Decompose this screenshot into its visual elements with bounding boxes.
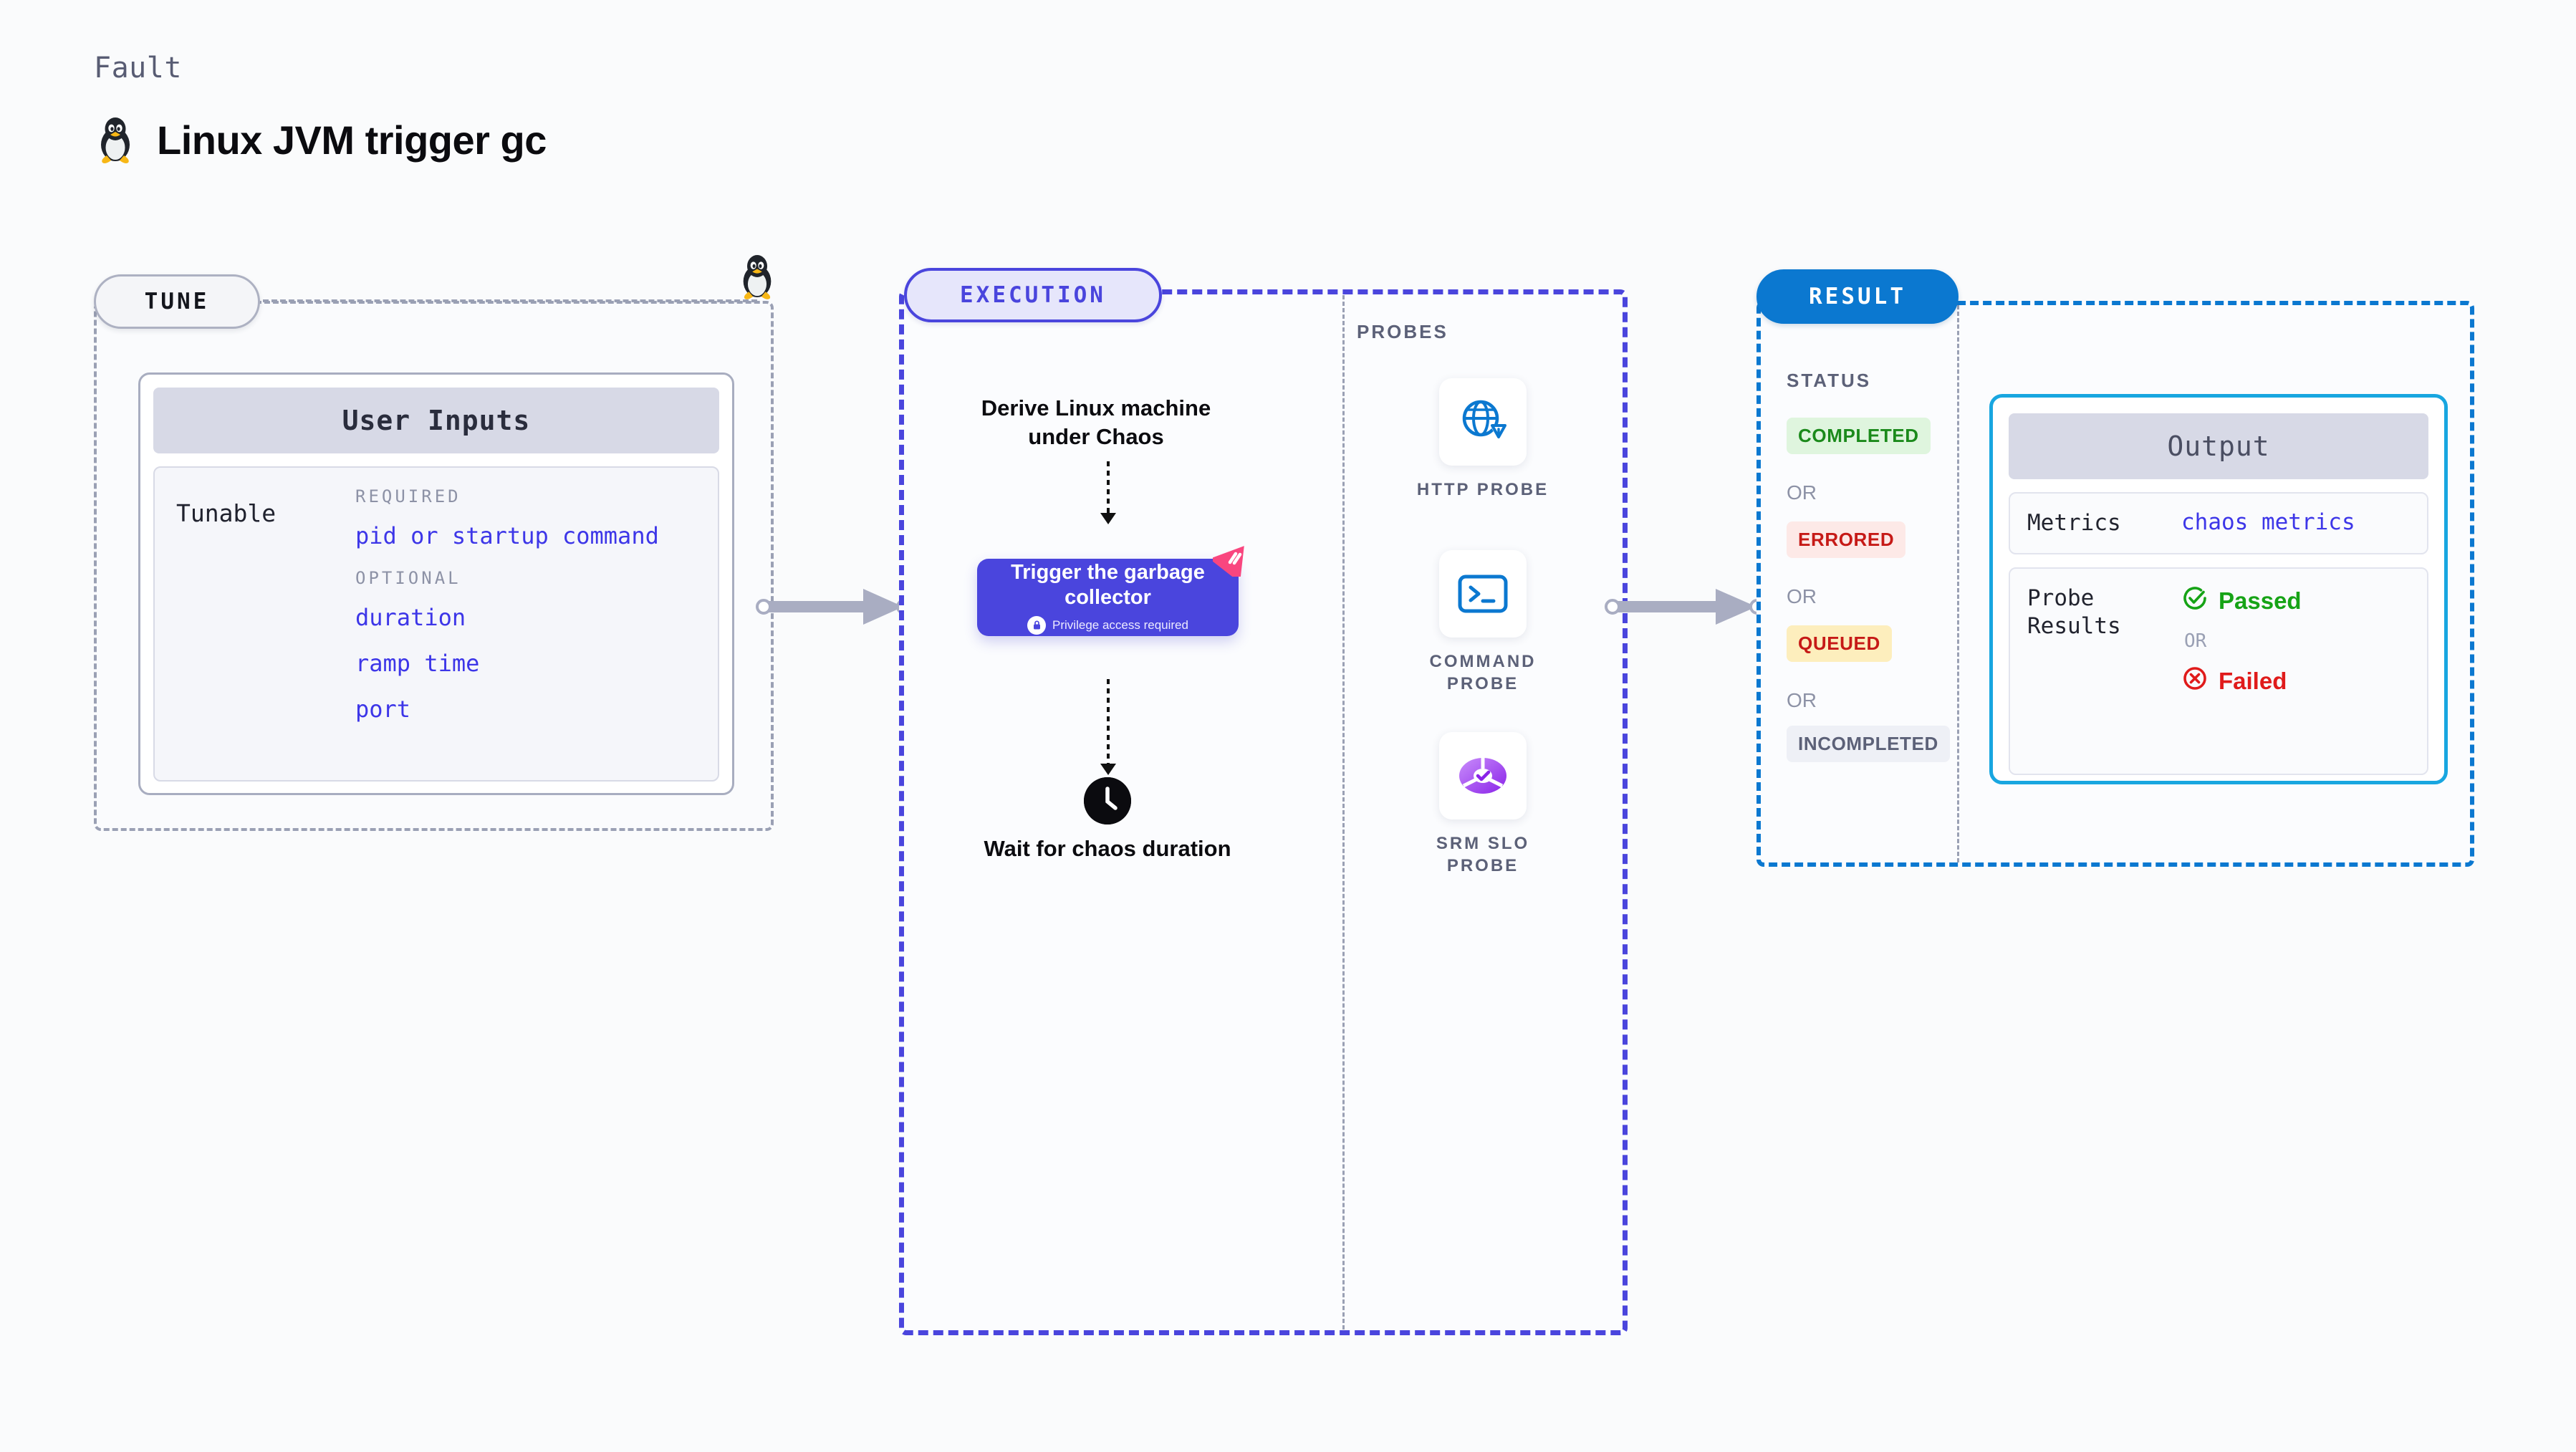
tunable-fields: REQUIRED pid or startup command OPTIONAL… bbox=[355, 486, 696, 761]
tunable-panel: Tunable REQUIRED pid or startup command … bbox=[153, 466, 719, 782]
status-badge-completed: COMPLETED bbox=[1787, 418, 1931, 454]
probes-section-label: PROBES bbox=[1357, 321, 1448, 342]
execution-section-pill[interactable]: EXECUTION bbox=[904, 268, 1162, 322]
execution-node-title: Trigger the garbage collector bbox=[1011, 561, 1205, 609]
status-label: STATUS bbox=[1787, 370, 1872, 391]
execution-arrow-2 bbox=[1100, 679, 1116, 775]
result-section-pill[interactable]: RESULT bbox=[1756, 269, 1959, 324]
tux-penguin-icon bbox=[736, 252, 778, 301]
output-row-probe-results: Probe Results Passed OR bbox=[2009, 567, 2428, 775]
slo-donut-check-icon bbox=[1439, 732, 1527, 819]
connector-start-dot bbox=[756, 599, 772, 615]
probe-label-srm-slo: SRM SLO PROBE bbox=[1436, 834, 1530, 876]
probe-label-command: COMMAND PROBE bbox=[1429, 652, 1537, 694]
execution-arrow-1 bbox=[1100, 461, 1116, 524]
probe-result-passed: Passed bbox=[2181, 585, 2302, 617]
status-or-2: OR bbox=[1787, 585, 1817, 607]
tunable-field-port[interactable]: port bbox=[355, 696, 411, 723]
probe-label-http: HTTP PROBE bbox=[1416, 480, 1549, 499]
execution-step-derive: Derive Linux machine under Chaos bbox=[981, 395, 1211, 449]
probe-result-failed: Failed bbox=[2181, 665, 2302, 698]
execution-node-trigger-gc[interactable]: Trigger the garbage collector Privilege … bbox=[977, 559, 1239, 636]
status-badge-errored: ERRORED bbox=[1787, 521, 1906, 558]
tunable-label: Tunable bbox=[176, 499, 277, 527]
probe-result-or: OR bbox=[2184, 630, 2207, 652]
tunable-field-pid[interactable]: pid or startup command bbox=[355, 522, 659, 549]
user-inputs-card: User Inputs Tunable REQUIRED pid or star… bbox=[138, 372, 734, 795]
page-title: Linux JVM trigger gc bbox=[157, 117, 547, 163]
page-title-row: Linux JVM trigger gc bbox=[94, 115, 547, 165]
terminal-icon bbox=[1439, 550, 1527, 638]
probe-item-http[interactable]: HTTP PROBE bbox=[1411, 378, 1554, 501]
execution-step-wait: Wait for chaos duration bbox=[984, 836, 1231, 861]
lock-icon bbox=[1027, 615, 1047, 635]
globe-warning-icon bbox=[1439, 378, 1527, 466]
litmus-mark-icon bbox=[1209, 541, 1254, 583]
check-circle-icon bbox=[2181, 585, 2209, 617]
output-card: Output Metrics chaos metrics Probe Resul… bbox=[1989, 394, 2448, 784]
metrics-key: Metrics bbox=[2027, 510, 2121, 536]
tux-penguin-icon bbox=[94, 115, 137, 165]
tune-top-dashed-line bbox=[263, 299, 757, 302]
metrics-value[interactable]: chaos metrics bbox=[2181, 509, 2355, 535]
output-row-metrics: Metrics chaos metrics bbox=[2009, 492, 2428, 554]
probe-result-failed-label: Failed bbox=[2219, 667, 2287, 694]
tunable-field-ramp-time[interactable]: ramp time bbox=[355, 650, 480, 677]
user-inputs-title: User Inputs bbox=[153, 388, 719, 453]
probe-result-passed-label: Passed bbox=[2219, 587, 2302, 614]
optional-group-label: OPTIONAL bbox=[355, 568, 461, 588]
privilege-note-row: Privilege access required bbox=[1027, 615, 1188, 635]
status-or-1: OR bbox=[1787, 481, 1817, 504]
tune-section-pill[interactable]: TUNE bbox=[94, 274, 260, 329]
required-group-label: REQUIRED bbox=[355, 486, 461, 506]
output-title: Output bbox=[2009, 413, 2428, 479]
x-circle-icon bbox=[2181, 665, 2209, 698]
probe-results-values: Passed OR Failed bbox=[2181, 585, 2302, 758]
connector-start-dot bbox=[1605, 599, 1620, 615]
status-badge-incompleted: INCOMPLETED bbox=[1787, 726, 1950, 762]
probe-item-srm-slo[interactable]: SRM SLO PROBE bbox=[1411, 732, 1554, 877]
privilege-note-text: Privilege access required bbox=[1052, 617, 1188, 632]
status-badge-queued: QUEUED bbox=[1787, 625, 1892, 662]
probe-results-key: Probe Results bbox=[2027, 585, 2121, 639]
probes-divider bbox=[1342, 295, 1345, 1330]
tunable-field-duration[interactable]: duration bbox=[355, 604, 466, 631]
connector-execution-to-result bbox=[1605, 580, 1777, 633]
connector-tune-to-execution bbox=[756, 580, 922, 633]
result-divider bbox=[1957, 305, 1959, 862]
clock-icon bbox=[1084, 777, 1131, 824]
page-eyebrow: Fault bbox=[94, 52, 182, 85]
status-or-3: OR bbox=[1787, 689, 1817, 711]
probe-item-command[interactable]: COMMAND PROBE bbox=[1411, 550, 1554, 695]
